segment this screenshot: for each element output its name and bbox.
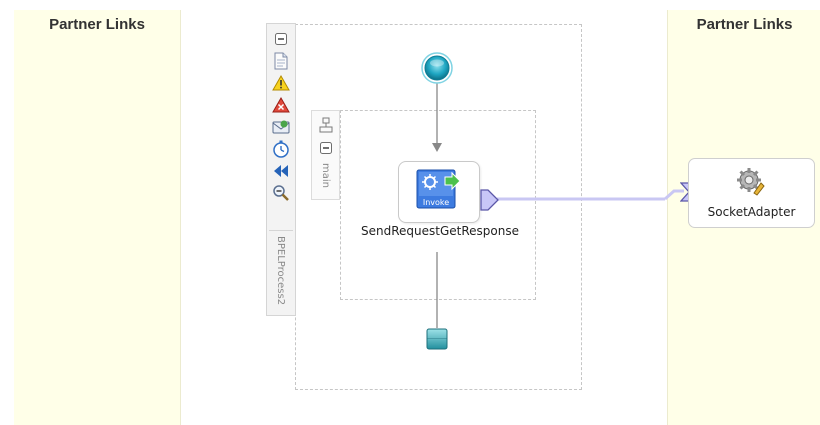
rewind-icon[interactable] [272, 162, 290, 180]
collapse-icon[interactable] [272, 30, 290, 48]
invoke-badge-text: Invoke [423, 198, 449, 207]
zoom-icon[interactable] [272, 184, 290, 202]
end-node[interactable] [426, 328, 448, 350]
process-toolbar: BPELProcess2 [266, 23, 296, 316]
partner-links-title-left: Partner Links [49, 16, 145, 33]
invoke-icon: Invoke [416, 169, 461, 209]
start-node[interactable] [420, 51, 454, 85]
partner-link-label: SocketAdapter [707, 205, 796, 219]
error-icon[interactable] [272, 96, 290, 114]
scope-name-label: main [320, 163, 331, 188]
collapse-scope-icon[interactable] [317, 139, 335, 157]
mail-icon[interactable] [272, 118, 290, 136]
toolbar-divider [269, 230, 293, 231]
adapter-gear-icon [737, 168, 765, 196]
partner-links-lane-left: Partner Links [14, 10, 181, 425]
scope-toolbar: main [311, 110, 340, 200]
invoke-activity-label: SendRequestGetResponse [361, 224, 519, 238]
warning-icon[interactable] [272, 74, 290, 92]
partner-link-port-out[interactable] [480, 189, 500, 211]
partner-link-socketadapter[interactable]: SocketAdapter [688, 158, 815, 228]
partner-links-title-right: Partner Links [696, 16, 793, 33]
document-icon[interactable] [272, 52, 290, 70]
main-scope-boundary[interactable] [340, 110, 536, 300]
invoke-activity[interactable]: Invoke [398, 161, 480, 223]
process-name-label: BPELProcess2 [275, 236, 286, 306]
scope-link-icon[interactable] [317, 116, 335, 134]
timer-icon[interactable] [272, 140, 290, 158]
